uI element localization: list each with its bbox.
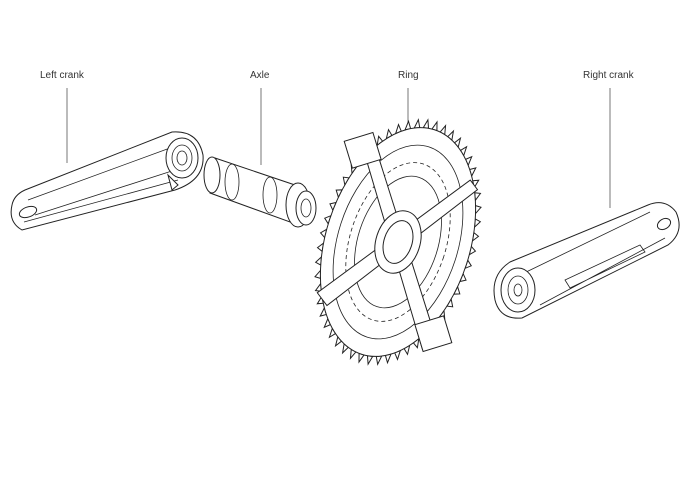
axle-illustration: [203, 156, 317, 228]
left-crank-illustration: [10, 131, 204, 231]
label-right-crank: Right crank: [583, 70, 634, 81]
label-axle: Axle: [250, 70, 270, 81]
label-ring: Ring: [398, 70, 419, 81]
chainring-illustration: [314, 118, 482, 366]
label-left-crank: Left crank: [40, 70, 84, 81]
right-crank-illustration: [493, 202, 680, 319]
